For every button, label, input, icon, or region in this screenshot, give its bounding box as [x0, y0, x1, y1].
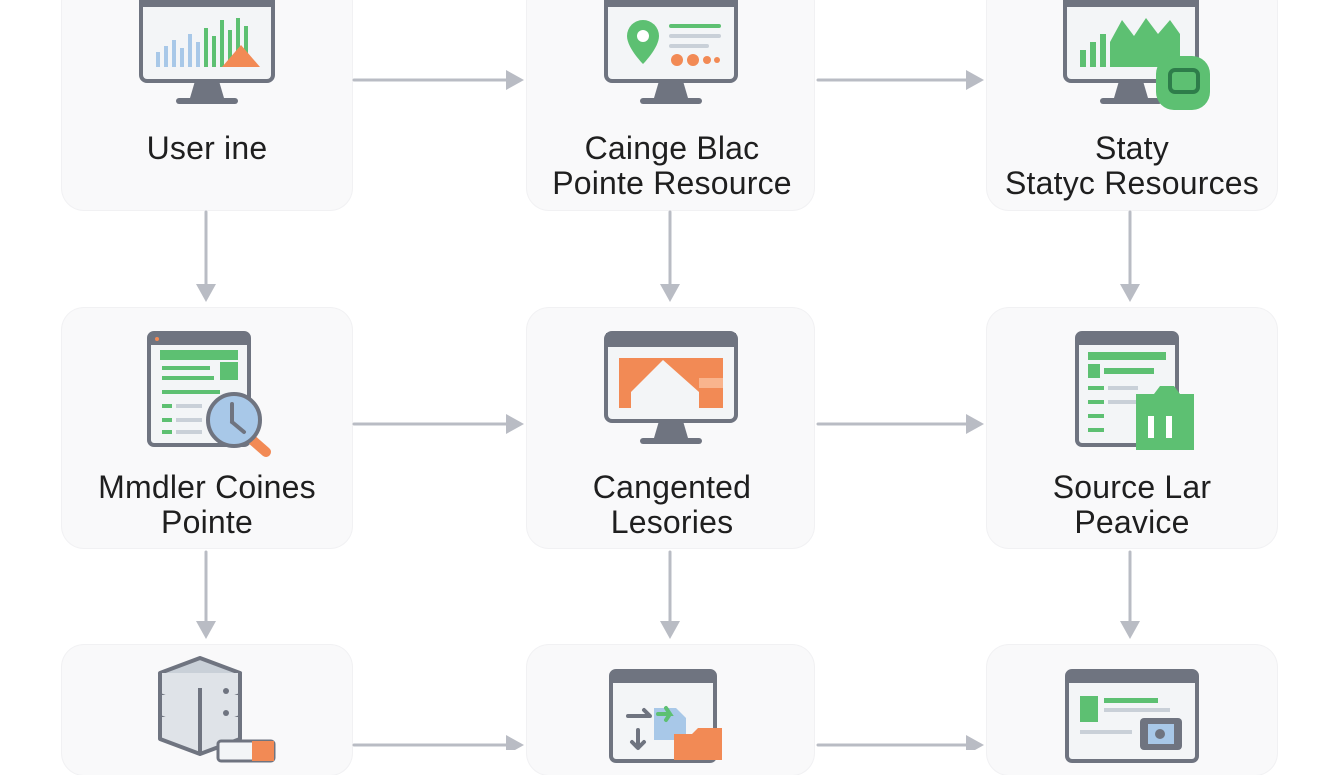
node-label-line: Source Lar [1052, 469, 1212, 505]
image-window-icon [1065, 669, 1199, 763]
database-server-icon [158, 656, 276, 763]
search-document-icon [147, 331, 271, 457]
node-label-line: Pointe Resource [552, 165, 792, 201]
arrowhead [966, 735, 984, 750]
node-label-mmdler-coines: Mmdler Coines Pointe [62, 470, 352, 540]
node-label-line: Statyc Resources [1005, 165, 1259, 201]
node-label-line: Lesories [610, 504, 734, 540]
transfer-window-icon [609, 669, 722, 763]
node-label-user-ine: User ine [62, 131, 352, 166]
image-monitor-icon [604, 331, 738, 444]
arrowhead [1120, 621, 1140, 639]
node-label-line: Cainge Blac [584, 130, 760, 166]
node-label-cainge-blac: Cainge Blac Pointe Resource [527, 131, 817, 201]
arrowhead [196, 284, 216, 302]
analytics-monitor-icon [139, 0, 275, 104]
node-label-line: Mmdler Coines [98, 469, 316, 505]
arrowhead [506, 414, 524, 434]
arrowhead [1120, 284, 1140, 302]
arrowhead [660, 284, 680, 302]
arrowhead [196, 621, 216, 639]
arrowhead [660, 621, 680, 639]
node-label-line: Cangented [592, 469, 752, 505]
node-label-source-lar: Source Lar Peavice [987, 470, 1277, 540]
flow-arrows [196, 70, 1140, 750]
node-label-staty: Staty Statyc Resources [987, 131, 1277, 201]
arrowhead [966, 414, 984, 434]
node-label-cangented: Cangented Lesories [527, 470, 817, 540]
area-chart-monitor-icon [1063, 0, 1210, 110]
node-label-line: Pointe [161, 504, 253, 540]
document-folder-icon [1075, 331, 1194, 450]
arrowhead [506, 70, 524, 90]
location-monitor-icon [604, 0, 738, 104]
node-label-line: User ine [146, 130, 268, 166]
node-label-line: Staty [1095, 130, 1169, 166]
node-label-line: Peavice [1074, 504, 1190, 540]
arrowhead [966, 70, 984, 90]
arrowhead [506, 735, 524, 750]
